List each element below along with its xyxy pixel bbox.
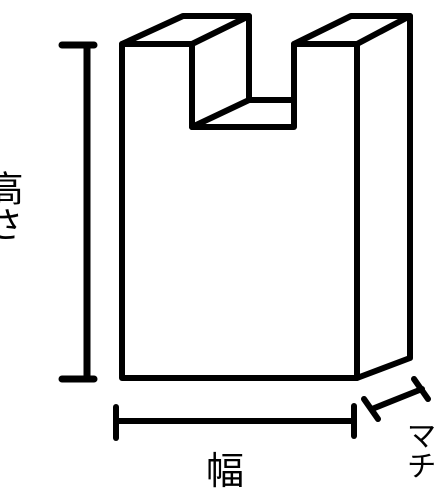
width-dimension <box>113 403 357 441</box>
bag-right-handle-top <box>291 13 413 47</box>
gusset-dimension-left-cap <box>361 396 381 422</box>
gusset-label: マチ <box>401 420 436 480</box>
bag-cutout-inner <box>246 13 297 103</box>
gusset-dimension-line <box>369 386 425 412</box>
width-label: 幅 <box>206 449 244 493</box>
bag-front-face <box>119 41 360 381</box>
gusset-dimension <box>361 376 431 422</box>
bag-left-handle-top <box>119 13 252 47</box>
height-label: 高さ <box>0 170 23 242</box>
shopping-bag-outline <box>119 13 413 381</box>
bag-cutout-floor <box>189 97 252 130</box>
gusset-dimension-right-cap <box>411 376 431 402</box>
height-dimension <box>58 41 98 383</box>
bag-side-panel <box>354 13 413 381</box>
